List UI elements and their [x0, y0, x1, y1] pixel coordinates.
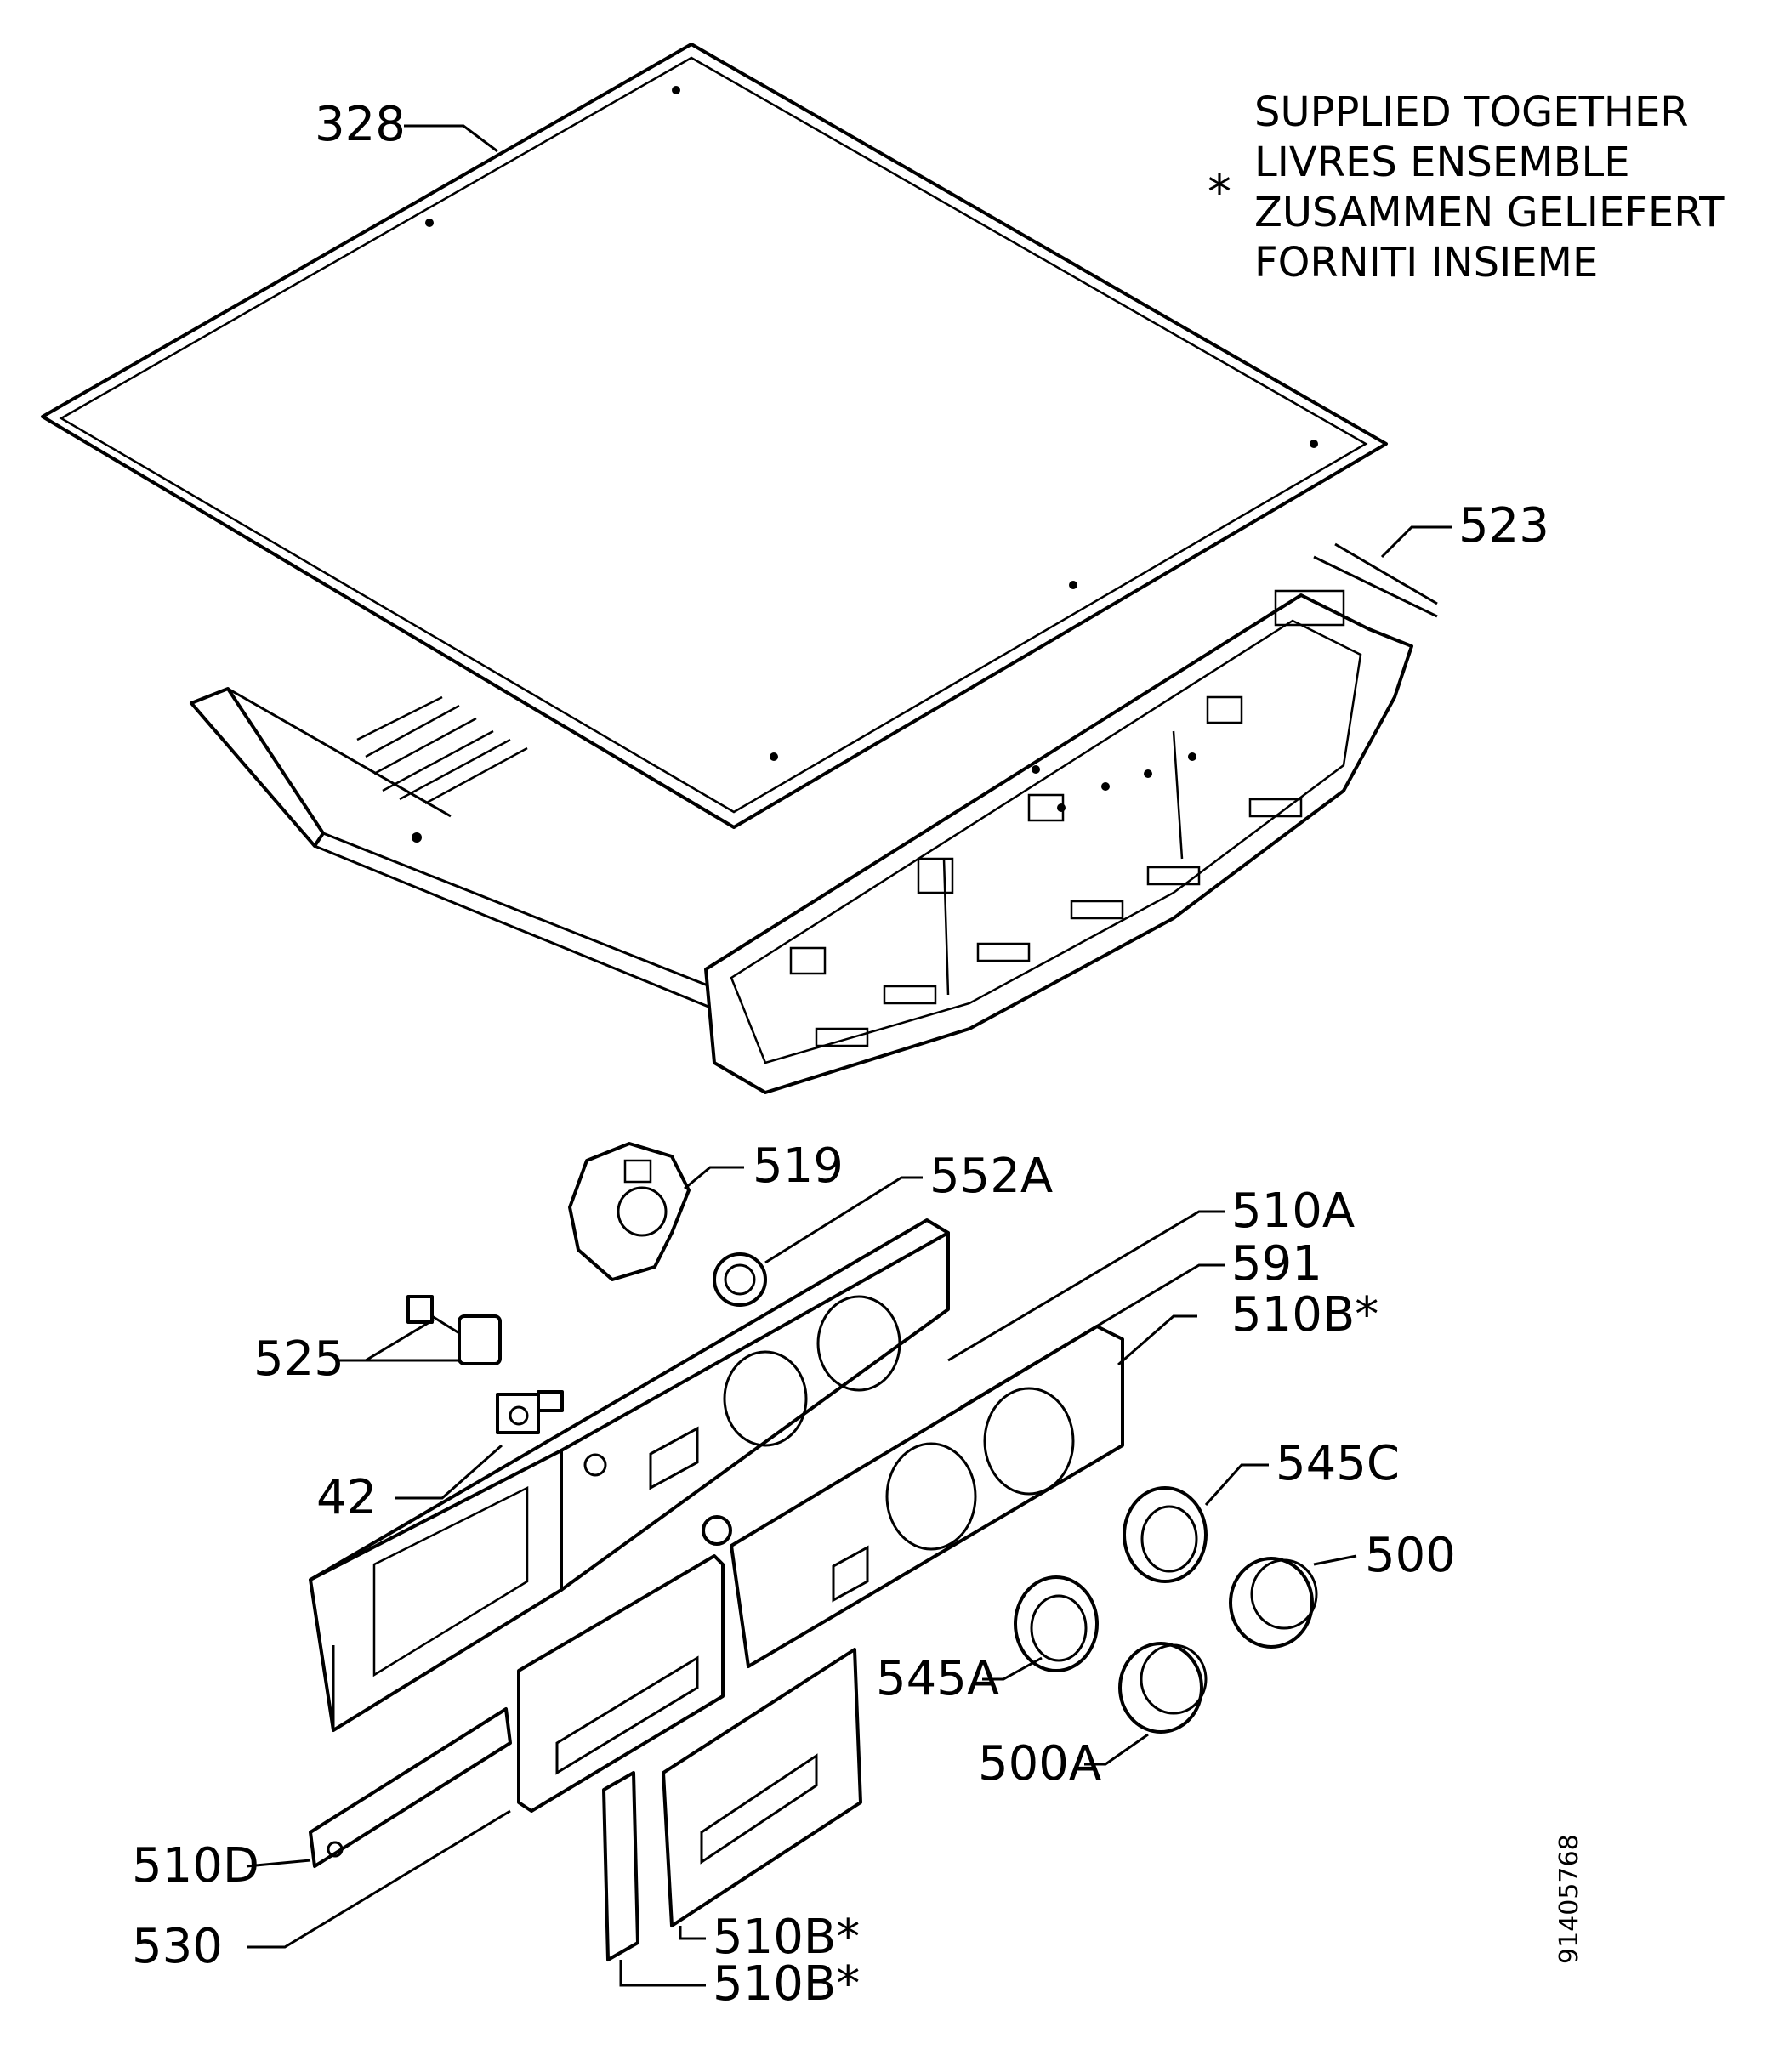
part-42-connector: [496, 1390, 564, 1434]
part-500a-knob: [1118, 1642, 1208, 1734]
supplied-together-legend: * SUPPLIED TOGETHER LIVRES ENSEMBLE ZUSA…: [1208, 88, 1725, 287]
label-510a: 510A: [1231, 1184, 1355, 1239]
label-510b-bottom: 510B*: [713, 1956, 860, 2012]
label-545a: 545A: [876, 1651, 999, 1706]
label-525: 525: [253, 1331, 344, 1387]
part-530-display-frame: [517, 1554, 725, 1813]
part-519-bracket: [568, 1142, 691, 1281]
label-328: 328: [315, 97, 406, 152]
label-519: 519: [753, 1138, 844, 1194]
part-510b-strip: [602, 1771, 639, 1961]
document-number: 91405768: [1554, 1834, 1584, 1964]
label-545c: 545C: [1276, 1436, 1400, 1491]
label-500: 500: [1365, 1528, 1456, 1583]
part-510d-strip: [309, 1707, 512, 1868]
part-552a-ring: [713, 1252, 767, 1307]
part-number-labels: 328 523 519 552A 510A 591 510B* 525 42 5…: [132, 97, 1549, 2012]
legend-line-en: SUPPLIED TOGETHER: [1254, 88, 1689, 136]
part-545c-bezel: [1123, 1486, 1208, 1583]
label-42: 42: [316, 1470, 377, 1525]
part-500-knob: [1229, 1557, 1318, 1649]
part-545a-bezel: [1014, 1575, 1099, 1672]
legend-asterisk: *: [1208, 165, 1231, 220]
legend-line-it: FORNITI INSIEME: [1254, 239, 1598, 287]
leader-lines: [246, 124, 1452, 1987]
part-510a-fascia: [309, 1218, 950, 1732]
part-523-panel-frame: [190, 542, 1438, 1094]
label-510d: 510D: [132, 1838, 259, 1893]
label-510b-middle: 510B*: [713, 1910, 860, 1965]
label-500a: 500A: [978, 1736, 1101, 1791]
label-591: 591: [1231, 1236, 1322, 1291]
part-525-switch: [406, 1295, 502, 1365]
legend-line-fr: LIVRES ENSEMBLE: [1254, 139, 1630, 186]
label-510b-top: 510B*: [1231, 1287, 1378, 1343]
part-328-lid: [41, 43, 1388, 829]
label-530: 530: [132, 1919, 223, 1974]
part-510b-window: [662, 1648, 862, 1927]
label-523: 523: [1458, 498, 1549, 553]
legend-line-de: ZUSAMMEN GELIEFERT: [1254, 189, 1725, 236]
label-552a: 552A: [929, 1149, 1053, 1204]
